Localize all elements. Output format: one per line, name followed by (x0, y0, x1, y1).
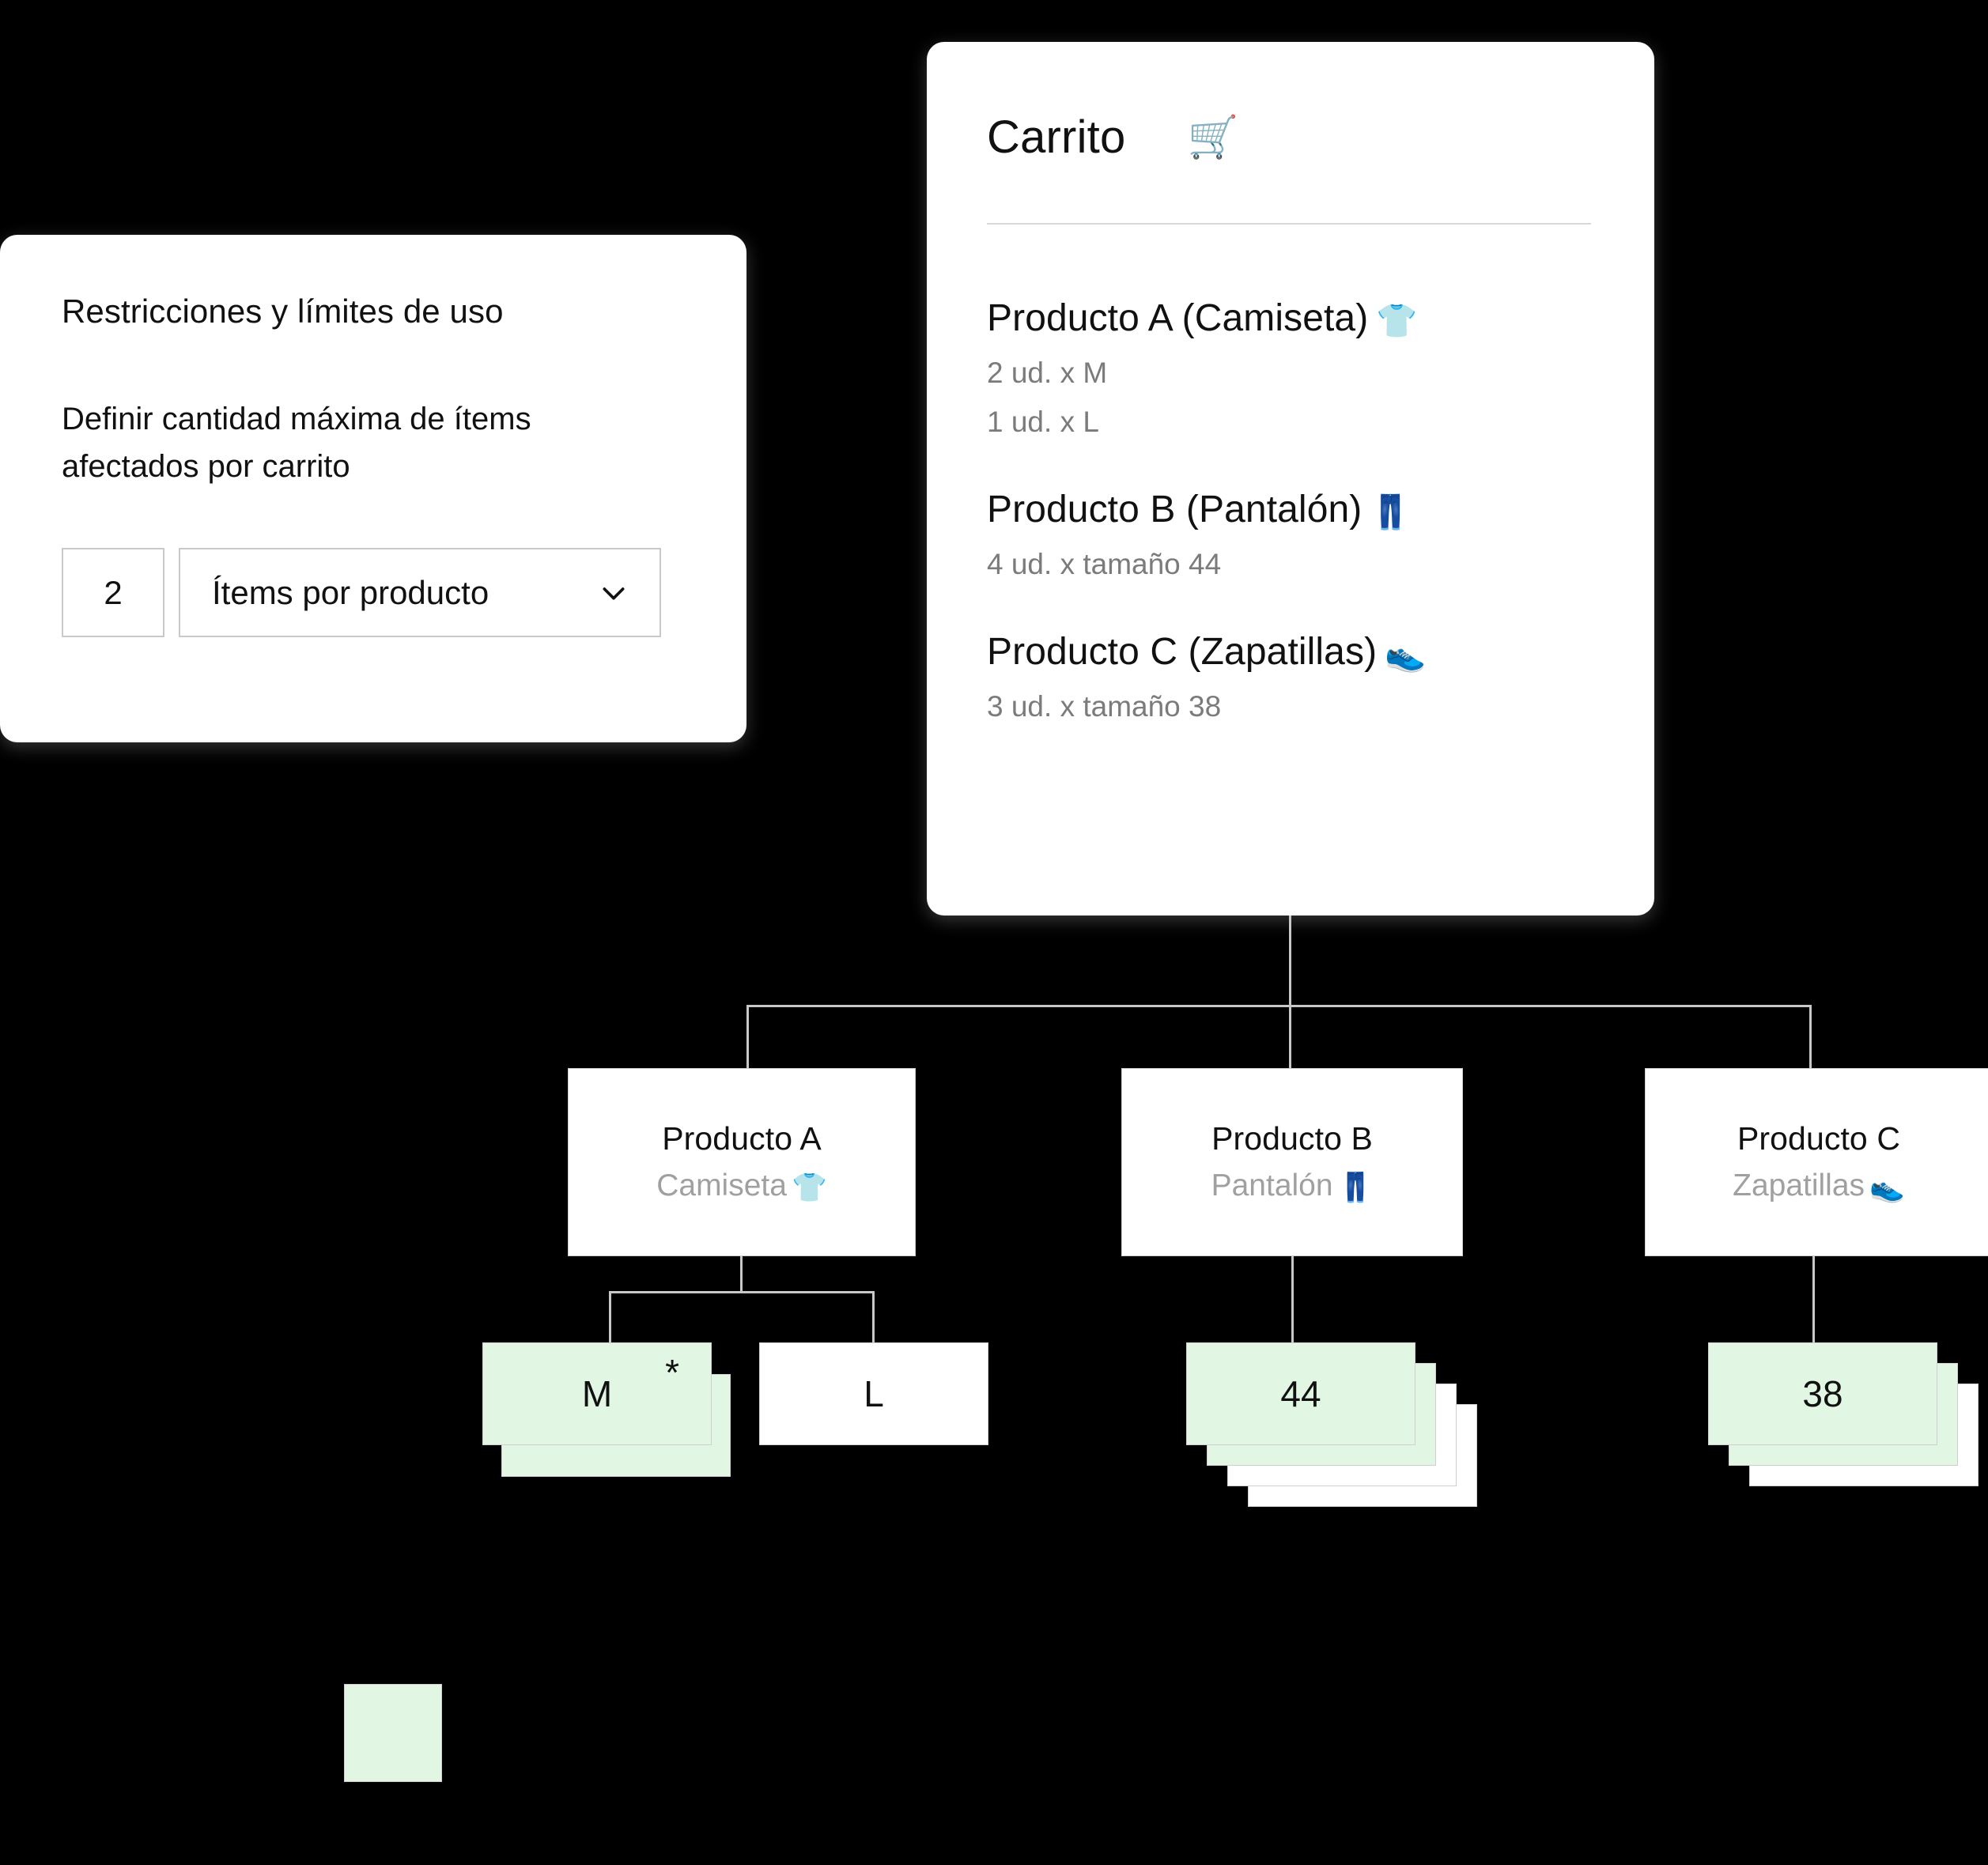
chevron-down-icon (603, 587, 625, 599)
connector-to-variant-44 (1291, 1256, 1294, 1342)
cart-item-line: 4 ud. x tamaño 44 (987, 548, 1222, 580)
cart-item-name: Producto B (Pantalón)👖 (987, 489, 1412, 530)
variant-label: 44 (1280, 1373, 1321, 1414)
tshirt-icon: 👕 (791, 1171, 827, 1203)
connector-to-variant-m (609, 1291, 611, 1342)
cart-item-name: Producto C (Zapatillas)👟 (987, 631, 1427, 673)
quantity-input[interactable]: 2 (62, 548, 164, 637)
cart-title: Carrito (987, 111, 1126, 163)
restrictions-title: Restricciones y límites de uso (62, 293, 504, 330)
connector-a-bus (609, 1291, 875, 1293)
tshirt-icon: 👕 (1376, 302, 1418, 339)
product-node-subtitle: Camiseta👕 (656, 1168, 827, 1203)
cart-item: Producto A (Camiseta)👕 2 ud. x M 1 ud. x… (987, 296, 1612, 439)
restrictions-description: Definir cantidad máxima de ítems afectad… (62, 402, 531, 484)
asterisk-marker: * (665, 1352, 679, 1393)
product-node-a[interactable]: Producto A Camiseta👕 (568, 1068, 916, 1256)
connector-to-variant-38 (1812, 1256, 1815, 1342)
shopping-cart-icon: 🛒 (1187, 114, 1239, 160)
variant-stack-l[interactable]: L (759, 1342, 988, 1453)
cart-divider (987, 223, 1591, 225)
variant-label: 38 (1802, 1373, 1843, 1414)
product-node-c[interactable]: Producto C Zapatillas👟 (1645, 1068, 1988, 1256)
legend-swatch-highlighted (344, 1684, 442, 1782)
variant-label: M (581, 1373, 613, 1414)
variant-card-front: 38 (1708, 1342, 1937, 1445)
connector-to-product-b (1289, 1005, 1291, 1068)
scope-select[interactable]: Ítems por producto (179, 548, 661, 637)
cart-item-list: Producto A (Camiseta)👕 2 ud. x M 1 ud. x… (987, 296, 1612, 723)
variant-label: L (864, 1373, 884, 1414)
connector-bus (746, 1005, 1812, 1007)
product-node-subtitle: Zapatillas👟 (1733, 1168, 1905, 1203)
sneaker-icon: 👟 (1385, 636, 1427, 673)
cart-item: Producto C (Zapatillas)👟 3 ud. x tamaño … (987, 630, 1612, 723)
product-node-title: Producto C (1737, 1120, 1901, 1157)
variant-stack-m[interactable]: M * (482, 1342, 735, 1501)
product-node-subtitle: Pantalón👖 (1211, 1168, 1374, 1203)
cart-item-line: 2 ud. x M (987, 357, 1108, 389)
restrictions-card (0, 235, 746, 742)
cart-card (927, 42, 1654, 916)
variant-stack-44[interactable]: 44 (1186, 1342, 1502, 1524)
scope-select-value: Ítems por producto (212, 573, 489, 611)
product-node-b[interactable]: Producto B Pantalón👖 (1121, 1068, 1463, 1256)
cart-item: Producto B (Pantalón)👖 4 ud. x tamaño 44 (987, 488, 1612, 581)
connector-a-down (740, 1256, 743, 1291)
variant-card-front: 44 (1186, 1342, 1415, 1445)
jeans-icon: 👖 (1337, 1171, 1374, 1203)
cart-item-line: 1 ud. x L (987, 406, 1099, 438)
variant-card-front: L (759, 1342, 988, 1445)
restrictions-controls: 2 Ítems por producto (62, 548, 661, 637)
connector-to-product-a (746, 1005, 749, 1068)
cart-item-line: 3 ud. x tamaño 38 (987, 690, 1222, 723)
cart-item-name: Producto A (Camiseta)👕 (987, 297, 1418, 339)
product-node-title: Producto B (1211, 1120, 1373, 1157)
connector-cart-down (1289, 916, 1291, 1005)
connector-to-variant-l (872, 1291, 875, 1342)
sneaker-icon: 👟 (1869, 1171, 1905, 1203)
product-node-title: Producto A (662, 1120, 822, 1157)
jeans-icon: 👖 (1370, 493, 1412, 530)
cart-header: Carrito 🛒 (987, 111, 1238, 164)
variant-stack-38[interactable]: 38 (1708, 1342, 1988, 1501)
connector-to-product-c (1809, 1005, 1812, 1068)
variant-card-front: M * (482, 1342, 712, 1445)
